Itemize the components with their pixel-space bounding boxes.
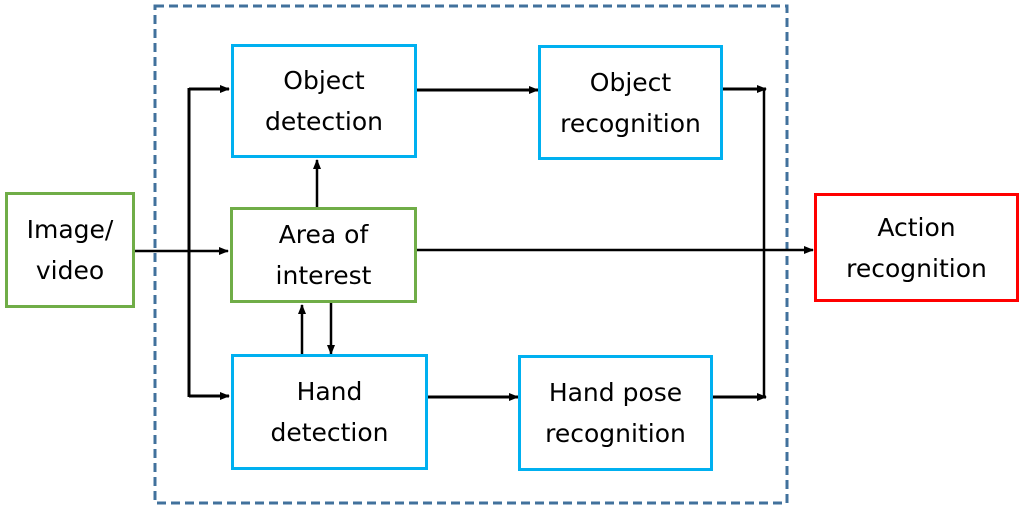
- node-action-recognition-label: Action recognition: [846, 212, 987, 283]
- node-object-recognition-label: Object recognition: [560, 67, 701, 138]
- node-hand-detection-label: Hand detection: [270, 377, 389, 447]
- node-image-video: Image/ video: [5, 192, 135, 308]
- node-hand-pose-recognition-label: Hand pose recognition: [545, 378, 686, 448]
- node-object-detection-label: Object detection: [264, 66, 384, 136]
- node-image-video-label: Image/ video: [26, 215, 114, 285]
- node-area-of-interest: Area of interest: [230, 207, 417, 303]
- node-action-recognition: Action recognition: [814, 193, 1019, 302]
- processing-frame: [153, 4, 789, 505]
- node-object-detection: Object detection: [231, 44, 417, 158]
- node-object-recognition: Object recognition: [538, 45, 723, 160]
- node-area-of-interest-label: Area of interest: [275, 220, 372, 290]
- node-hand-pose-recognition: Hand pose recognition: [518, 355, 713, 471]
- node-hand-detection: Hand detection: [231, 354, 428, 470]
